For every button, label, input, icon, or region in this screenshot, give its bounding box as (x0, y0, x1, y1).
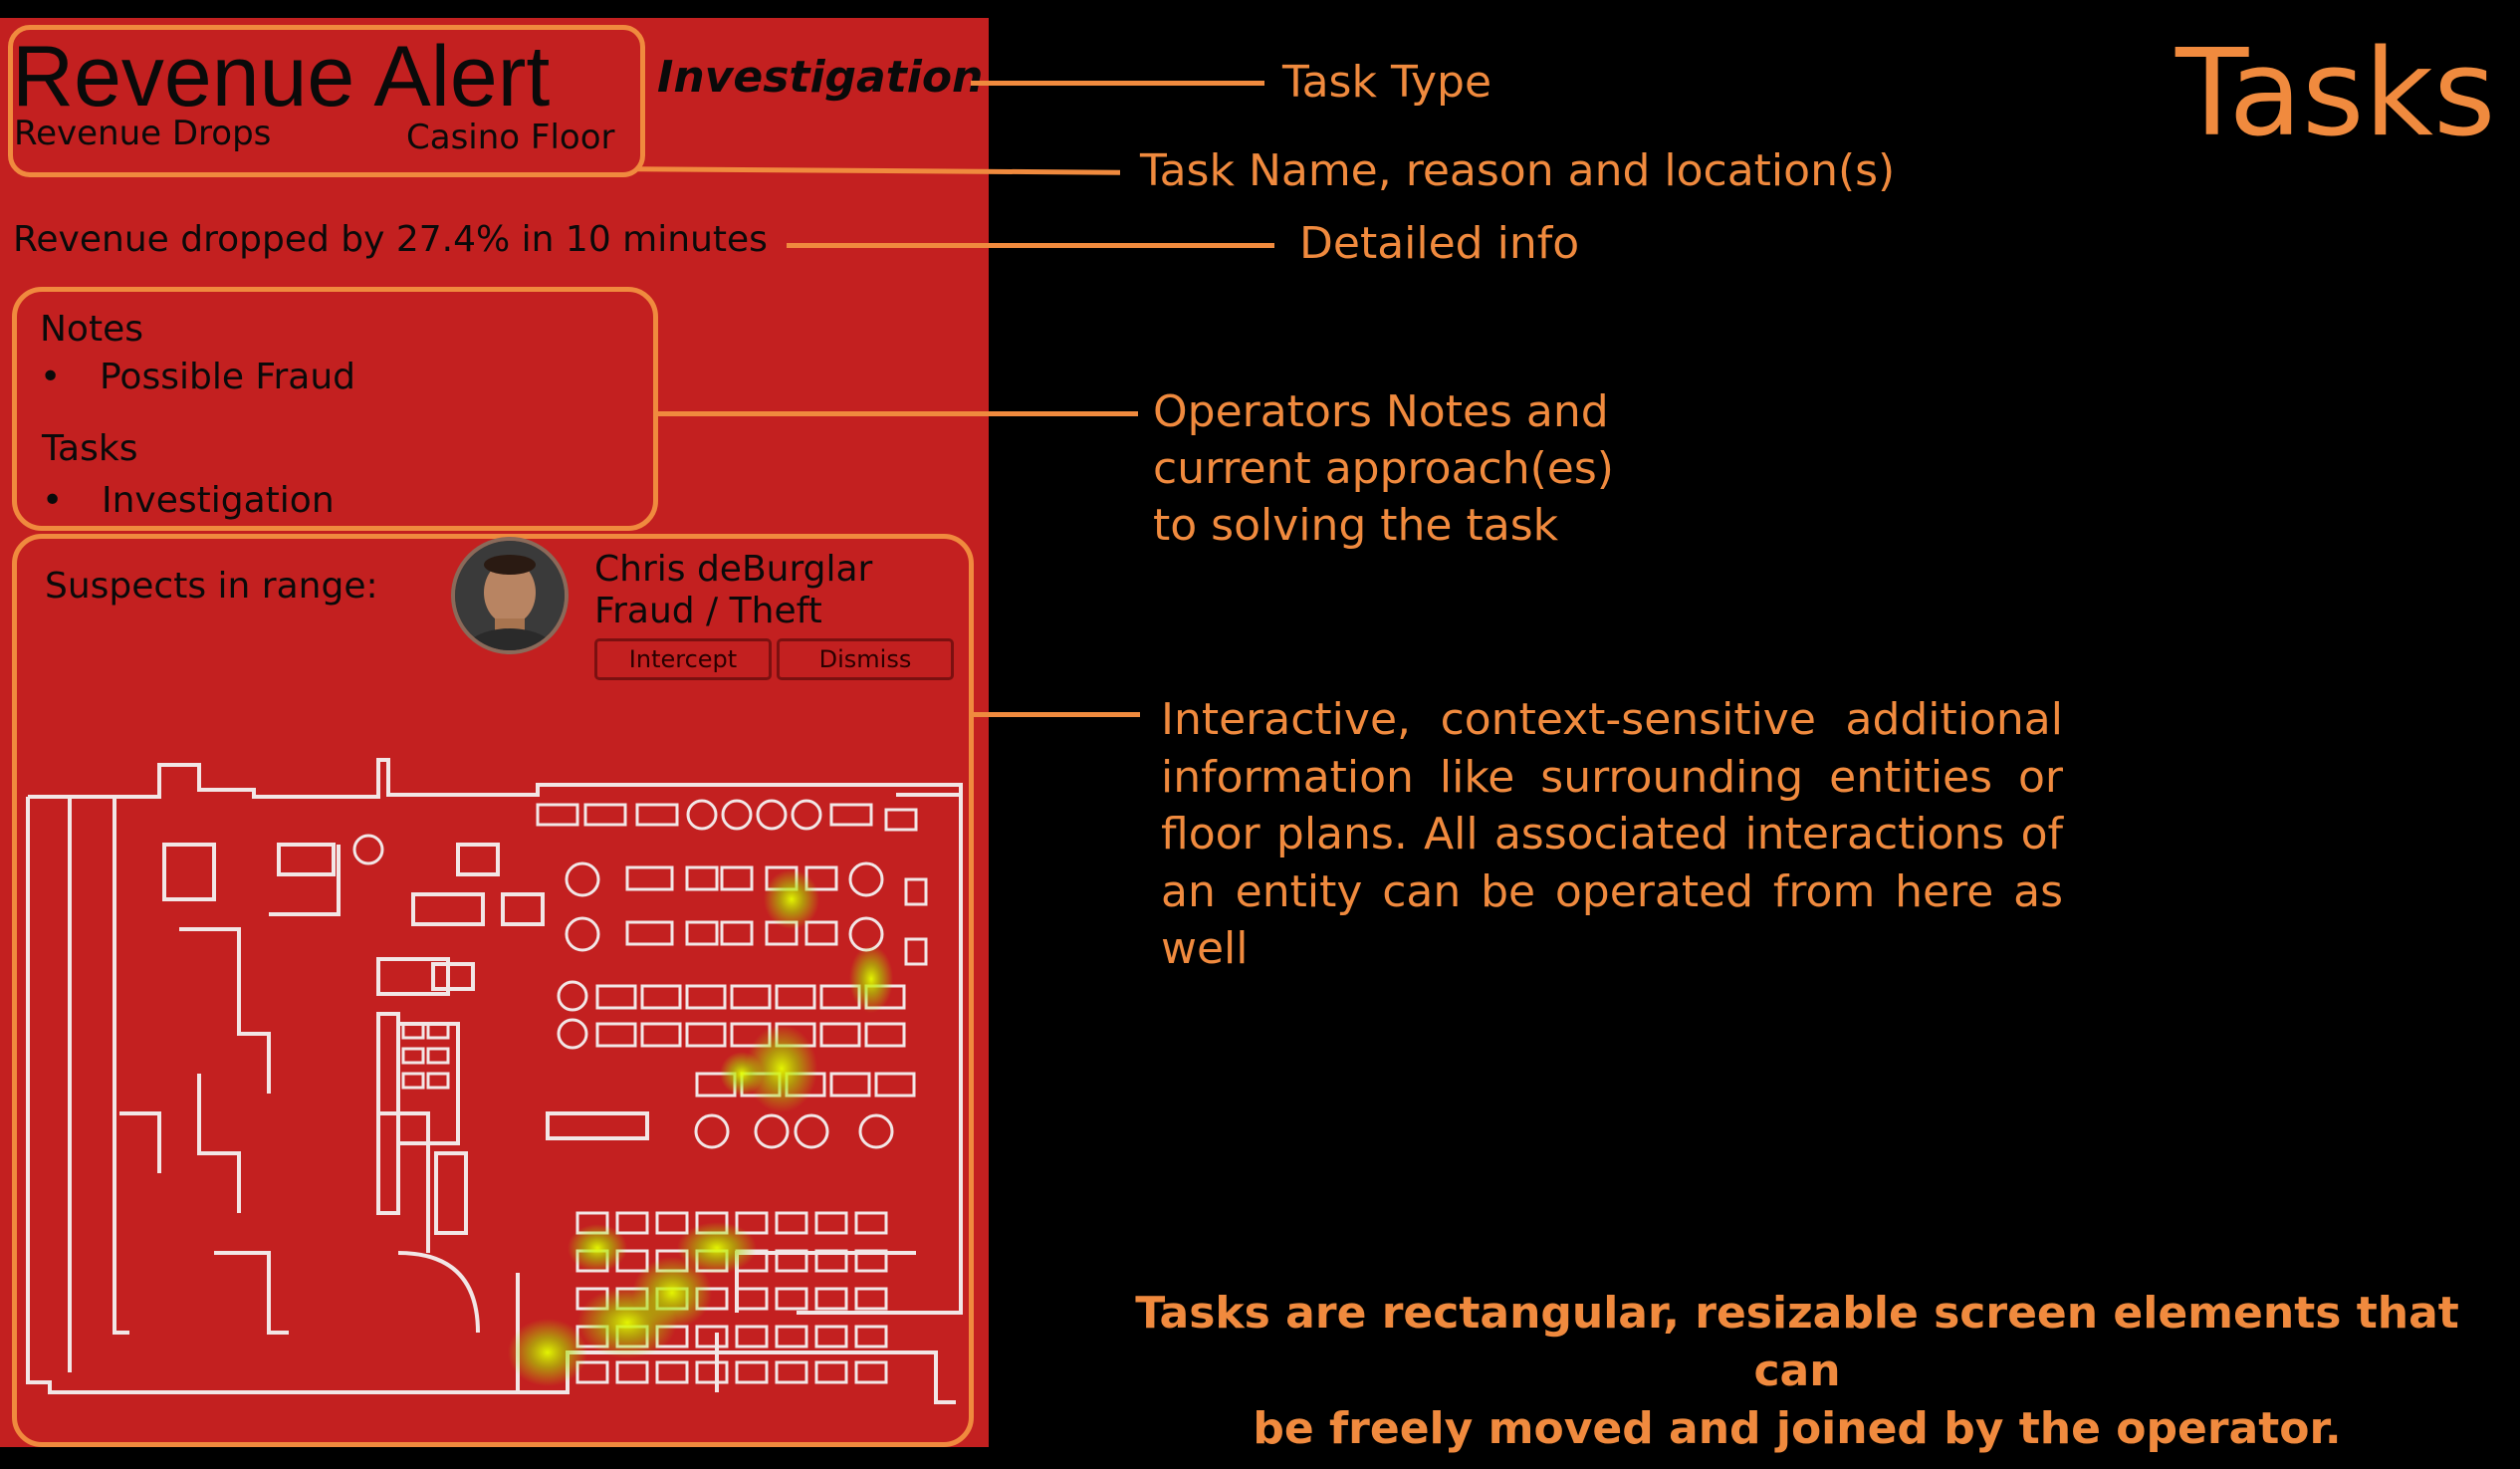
task-reason: Revenue Drops (14, 114, 272, 153)
tasks-item: •Investigation (42, 480, 335, 521)
suspect-avatar[interactable] (451, 537, 569, 654)
connector-detail (787, 243, 1274, 248)
context-box[interactable] (12, 534, 974, 1447)
connector-notes (655, 411, 1138, 416)
suspect-crime: Fraud / Theft (594, 591, 822, 631)
label-interactive-line: Interactive, context-sensitive additiona… (1161, 694, 2063, 745)
label-interactive-line: an entity can be operated from here as (1161, 865, 2063, 917)
connector-interactive (971, 712, 1140, 717)
tasks-heading: Tasks (42, 428, 138, 469)
dismiss-button[interactable]: Dismiss (777, 638, 954, 680)
notes-box[interactable] (12, 287, 658, 531)
notes-item: •Possible Fraud (40, 357, 356, 397)
floor-plan-map[interactable] (20, 735, 966, 1412)
person-icon (455, 541, 565, 650)
suspects-label: Suspects in range: (45, 566, 378, 607)
task-detail: Revenue dropped by 27.4% in 10 minutes (13, 219, 768, 260)
connector-task-type (971, 81, 1264, 86)
intercept-button[interactable]: Intercept (594, 638, 772, 680)
footer-note-line: be freely moved and joined by the operat… (1253, 1403, 2342, 1454)
notes-heading: Notes (40, 309, 143, 350)
footer-note: Tasks are rectangular, resizable screen … (1125, 1285, 2469, 1458)
heatmap (508, 869, 893, 1386)
label-notes: Operators Notes and current approach(es)… (1153, 383, 1614, 554)
label-task-name: Task Name, reason and location(s) (1140, 145, 1896, 196)
task-type: Investigation (657, 52, 984, 103)
alert-title: Revenue Alert (12, 29, 551, 124)
page-title: Tasks (2176, 25, 2496, 163)
task-card[interactable]: Revenue Alert Revenue Drops Casino Floor… (0, 18, 989, 1447)
label-detailed-info: Detailed info (1299, 218, 1580, 269)
label-notes-line: Operators Notes and (1153, 386, 1609, 437)
task-location: Casino Floor (406, 118, 615, 157)
label-interactive-line: well (1161, 923, 1249, 974)
label-interactive-line: floor plans. All associated interactions… (1161, 809, 2063, 859)
task-header-box (8, 25, 645, 177)
label-interactive: Interactive, context-sensitive additiona… (1161, 691, 2063, 978)
label-task-type: Task Type (1282, 57, 1492, 108)
label-notes-line: to solving the task (1153, 500, 1559, 551)
suspect-name: Chris deBurglar (594, 549, 873, 590)
label-interactive-line: information like surrounding entities or (1161, 751, 2063, 803)
label-notes-line: current approach(es) (1153, 443, 1614, 494)
footer-note-line: Tasks are rectangular, resizable screen … (1135, 1288, 2459, 1396)
